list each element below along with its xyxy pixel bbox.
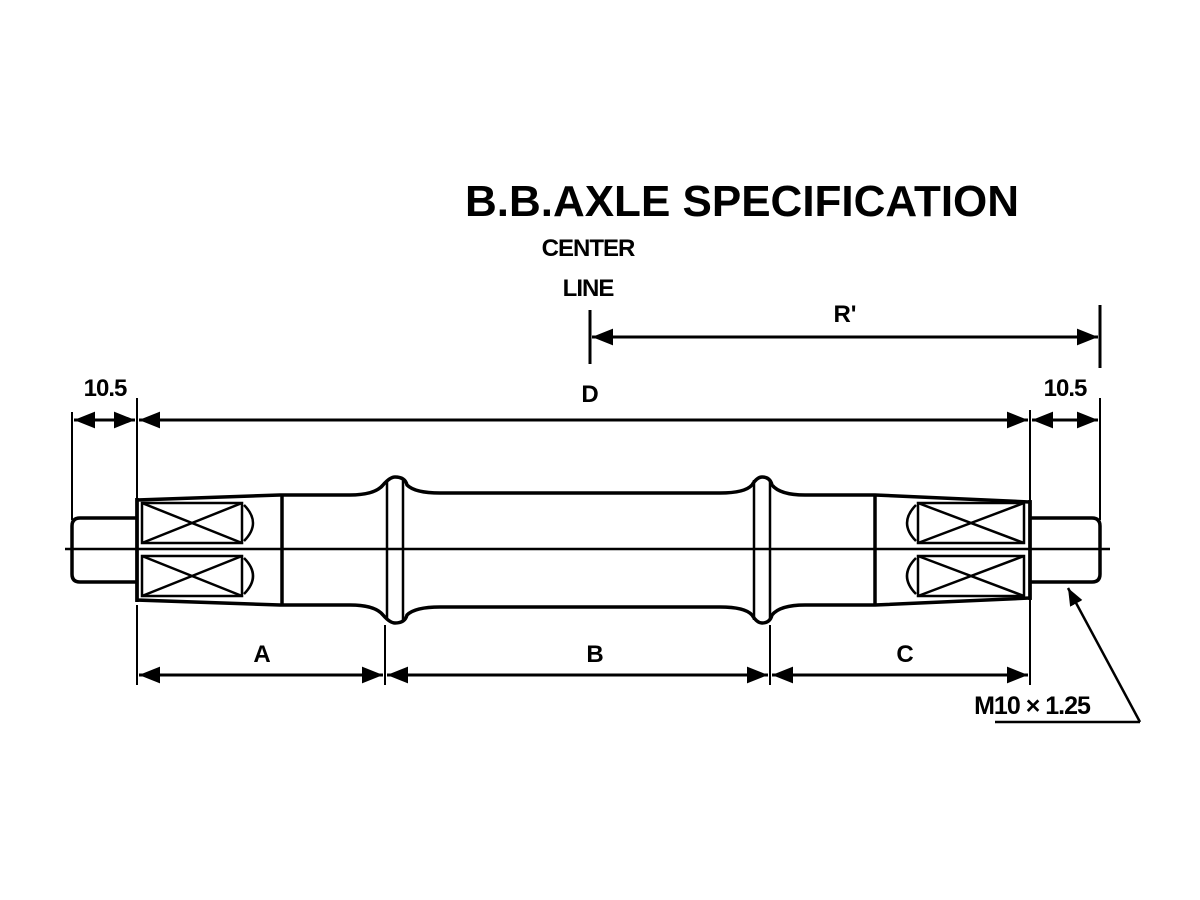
left-end-label: 10.5 bbox=[84, 375, 127, 402]
right-thread-stub bbox=[1030, 516, 1102, 584]
d-label: D bbox=[581, 381, 598, 408]
b-label: B bbox=[586, 641, 603, 668]
d-dimension: D 10.5 10.5 bbox=[71, 375, 1101, 520]
center-label-line1: CENTER bbox=[542, 235, 635, 262]
r-prime-dimension: R' bbox=[588, 301, 1102, 368]
r-prime-label: R' bbox=[833, 301, 856, 328]
thread-callout: M10 × 1.25 bbox=[974, 587, 1142, 724]
center-label-line2: LINE bbox=[563, 275, 615, 302]
left-taper-flats bbox=[140, 501, 255, 598]
right-taper-flats bbox=[905, 501, 1026, 598]
a-label: A bbox=[253, 641, 270, 668]
axle bbox=[65, 475, 1110, 625]
c-label: C bbox=[896, 641, 913, 668]
left-thread-stub bbox=[70, 516, 137, 584]
abc-dimensions: A B C bbox=[136, 600, 1031, 685]
thread-spec-label: M10 × 1.25 bbox=[974, 692, 1091, 720]
diagram-title: B.B.AXLE SPECIFICATION bbox=[465, 177, 1019, 226]
right-end-label: 10.5 bbox=[1044, 375, 1087, 402]
